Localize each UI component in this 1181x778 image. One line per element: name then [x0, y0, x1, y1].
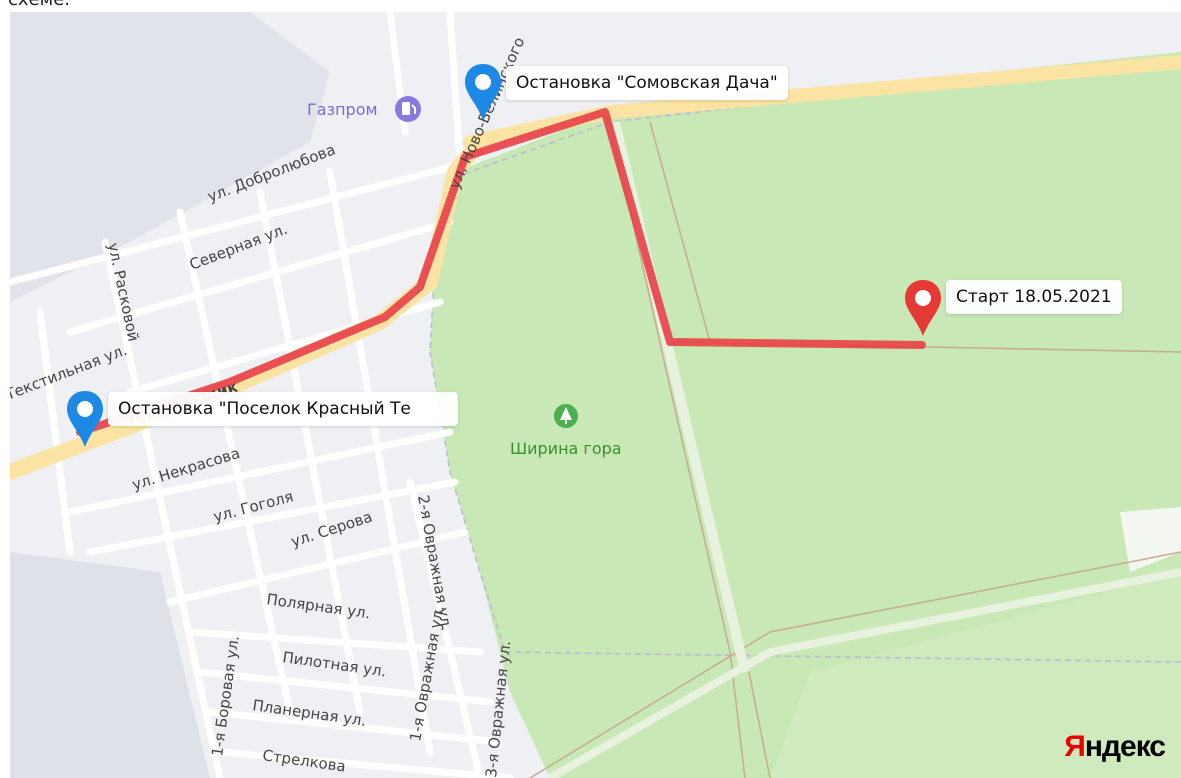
map-canvas: ул. Добролюбова Северная ул. ул. Расково… [10, 12, 1181, 778]
yandex-logo[interactable]: Яндекс [1064, 730, 1166, 764]
poi-label-gazprom: Газпром [307, 100, 378, 119]
boundary-line-south [429, 261, 1181, 663]
industrial-area-bottom [10, 552, 210, 778]
map-pin-blue-icon[interactable] [462, 62, 504, 122]
gas-station-icon[interactable] [395, 96, 421, 122]
forest-southeast [770, 572, 1181, 778]
clearing [1120, 507, 1181, 572]
marker-label-somovskaya-dacha[interactable]: Остановка "Сомовская Дача" [506, 66, 788, 100]
main-road-north [463, 55, 1181, 149]
industrial-area [10, 12, 330, 302]
yandex-logo-first-letter: Я [1064, 730, 1086, 763]
route-line[interactable] [76, 108, 926, 436]
yandex-logo-rest: ндекс [1084, 730, 1166, 763]
poi-label-shirina-gora: Ширина гора [510, 439, 622, 458]
map-view[interactable]: ул. Добролюбова Северная ул. ул. Расково… [10, 12, 1181, 778]
marker-label-poselok-krasny[interactable]: Остановка "Поселок Красный Те [108, 392, 458, 426]
street-grid [10, 12, 514, 778]
caption-fragment: схеме. [8, 0, 70, 10]
park-icon[interactable] [554, 404, 578, 428]
forest-shirina-gora [430, 52, 1181, 778]
map-pin-red-icon[interactable] [902, 278, 944, 338]
map-pin-blue-icon[interactable] [64, 389, 106, 449]
marker-label-start[interactable]: Старт 18.05.2021 [946, 280, 1122, 314]
forest-track-south [548, 568, 1181, 778]
